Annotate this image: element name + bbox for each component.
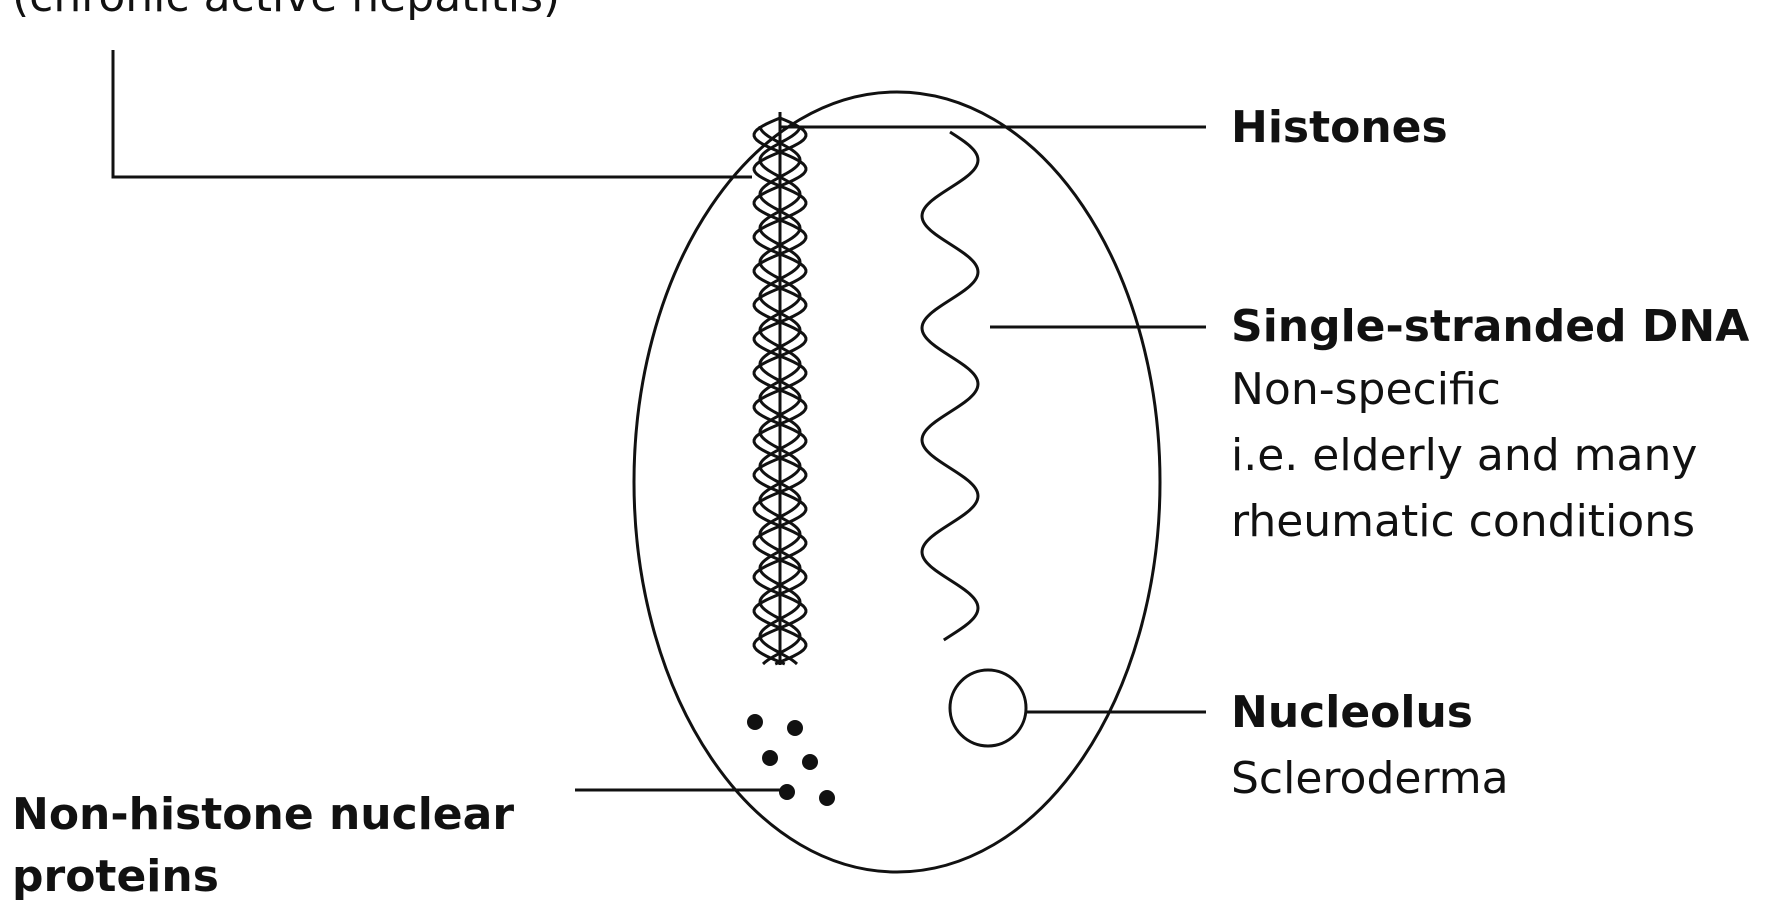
non-histone-label-line-2: proteins <box>12 852 219 902</box>
top-left-leader-line <box>113 50 752 177</box>
ssdna-label: Single-stranded DNA <box>1231 302 1749 352</box>
double-stranded-dna-helix <box>754 112 806 665</box>
non-histone-protein-dots <box>747 714 835 806</box>
protein-dot <box>779 784 795 800</box>
protein-dot <box>762 750 778 766</box>
nucleolus-label: Nucleolus <box>1231 688 1473 738</box>
nucleolus-note: Scleroderma <box>1231 746 1509 812</box>
protein-dot <box>747 714 763 730</box>
nucleus-outline <box>634 92 1160 872</box>
ssdna-note-1: Non-specific <box>1231 357 1501 423</box>
histones-label: Histones <box>1231 103 1448 153</box>
single-stranded-dna-strand <box>922 132 978 640</box>
non-histone-label-line-1: Non-histone nuclear <box>12 790 514 840</box>
top-left-partial-label: (chronic active hepatitis) <box>12 0 560 22</box>
ssdna-note-3: rheumatic conditions <box>1231 489 1695 555</box>
protein-dot <box>819 790 835 806</box>
protein-dot <box>787 720 803 736</box>
nucleolus-circle <box>950 670 1026 746</box>
ssdna-note-2: i.e. elderly and many <box>1231 423 1697 489</box>
protein-dot <box>802 754 818 770</box>
